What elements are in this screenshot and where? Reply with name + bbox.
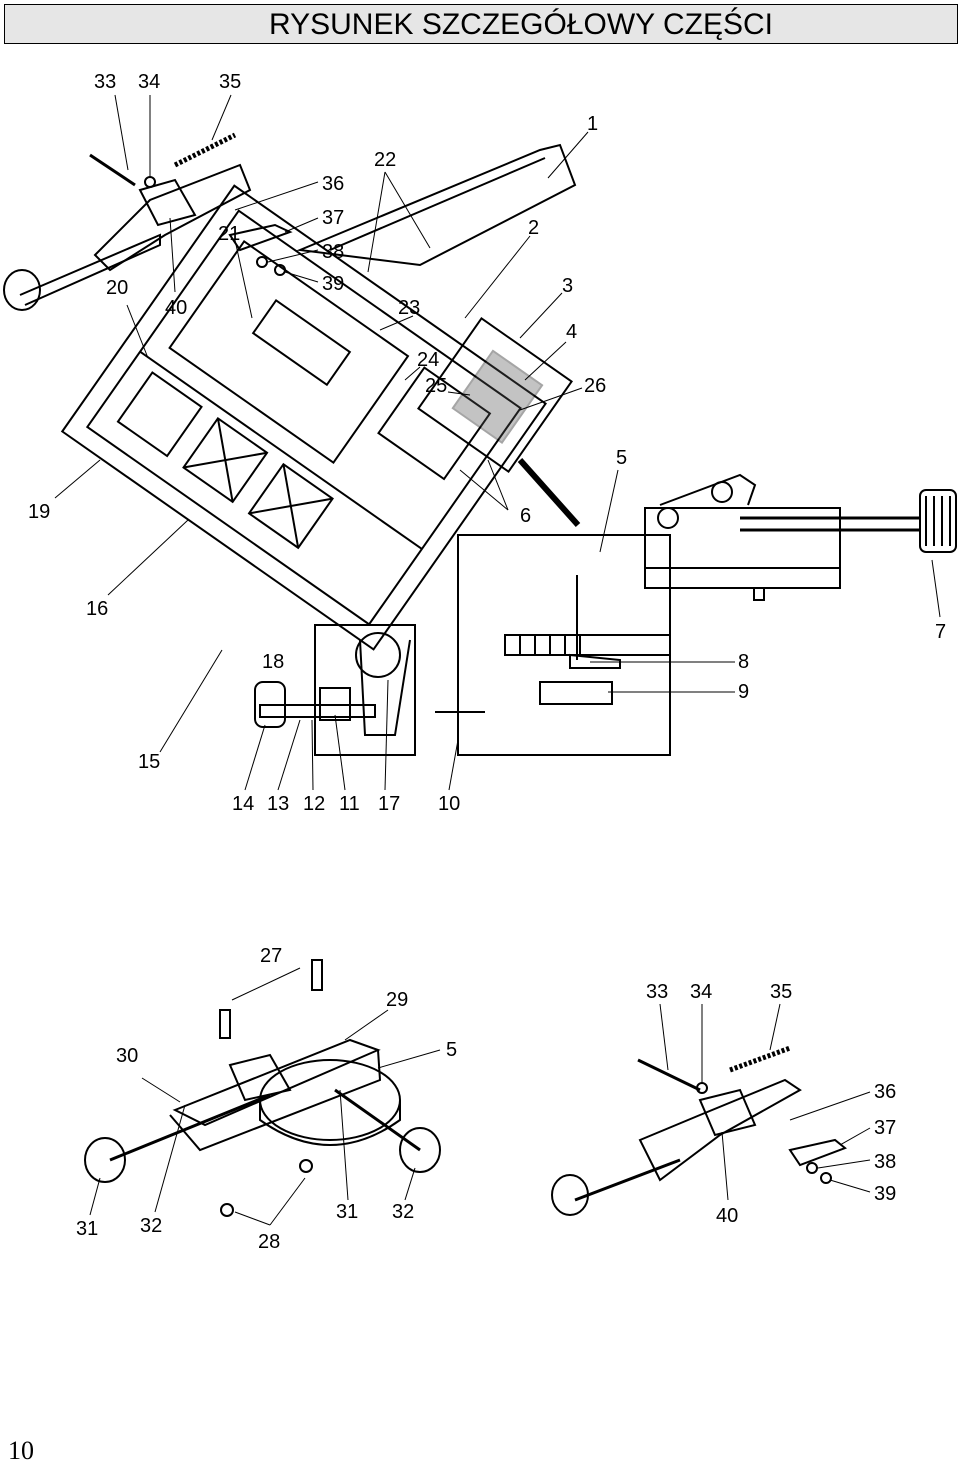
main-assembly-leaders <box>54 94 941 791</box>
label-10: 10 <box>438 793 460 815</box>
label-40: 40 <box>165 297 187 319</box>
label-33: 33 <box>94 71 116 93</box>
label-11: 11 <box>339 793 360 815</box>
label-22: 22 <box>374 149 396 171</box>
label-34b: 34 <box>690 981 712 1003</box>
label-39: 39 <box>322 273 344 295</box>
label-39b: 39 <box>874 1183 896 1205</box>
label-36: 36 <box>322 173 344 195</box>
label-1: 1 <box>587 113 598 135</box>
page-number: 10 <box>8 1436 34 1465</box>
label-37b: 37 <box>874 1117 896 1139</box>
label-40b: 40 <box>716 1205 738 1227</box>
label-35b: 35 <box>770 981 792 1003</box>
label-5: 5 <box>616 447 627 469</box>
label-35: 35 <box>219 71 241 93</box>
label-33b: 33 <box>646 981 668 1003</box>
clamp-detail-labels: 33 34 35 36 37 38 39 40 <box>646 981 896 1227</box>
label-3: 3 <box>562 275 573 297</box>
label-20: 20 <box>106 277 128 299</box>
label-13: 13 <box>267 793 289 815</box>
label-37: 37 <box>322 207 344 229</box>
label-31b: 31 <box>336 1201 358 1223</box>
label-14: 14 <box>232 793 254 815</box>
label-36b: 36 <box>874 1081 896 1103</box>
label-27: 27 <box>260 945 282 967</box>
label-38: 38 <box>322 241 344 263</box>
clamp-detail-drawing <box>551 1045 847 1216</box>
label-32: 32 <box>140 1215 162 1237</box>
label-21: 21 <box>218 223 240 245</box>
label-12: 12 <box>303 793 325 815</box>
label-34: 34 <box>138 71 160 93</box>
label-5b: 5 <box>446 1039 457 1061</box>
label-2: 2 <box>528 217 539 239</box>
label-6: 6 <box>520 505 531 527</box>
main-assembly-drawing <box>3 132 957 756</box>
label-25: 25 <box>425 375 447 397</box>
clamp-detail-leaders <box>659 1003 871 1201</box>
label-18: 18 <box>262 651 284 673</box>
label-19: 19 <box>28 501 50 523</box>
label-38b: 38 <box>874 1151 896 1173</box>
label-8: 8 <box>738 651 749 673</box>
label-17: 17 <box>378 793 400 815</box>
main-assembly-labels: 1 2 3 4 5 6 7 8 9 10 11 12 13 14 15 16 1… <box>28 71 946 815</box>
label-32b: 32 <box>392 1201 414 1223</box>
label-28: 28 <box>258 1231 280 1253</box>
label-26: 26 <box>584 375 606 397</box>
label-4: 4 <box>566 321 577 343</box>
page-header: RYSUNEK SZCZEGÓŁOWY CZĘŚCI <box>4 4 958 44</box>
clamp-assembly-drawing <box>84 959 441 1217</box>
page-title: RYSUNEK SZCZEGÓŁOWY CZĘŚCI <box>269 8 773 41</box>
label-23: 23 <box>398 297 420 319</box>
label-9: 9 <box>738 681 749 703</box>
label-15: 15 <box>138 751 160 773</box>
label-7: 7 <box>935 621 946 643</box>
label-29: 29 <box>386 989 408 1011</box>
label-24: 24 <box>417 349 439 371</box>
label-30: 30 <box>116 1045 138 1067</box>
clamp-assembly-labels: 27 28 29 30 31 32 5 31 32 <box>76 945 457 1253</box>
clamp-assembly-leaders <box>89 967 441 1226</box>
label-31: 31 <box>76 1218 98 1240</box>
label-16: 16 <box>86 598 108 620</box>
